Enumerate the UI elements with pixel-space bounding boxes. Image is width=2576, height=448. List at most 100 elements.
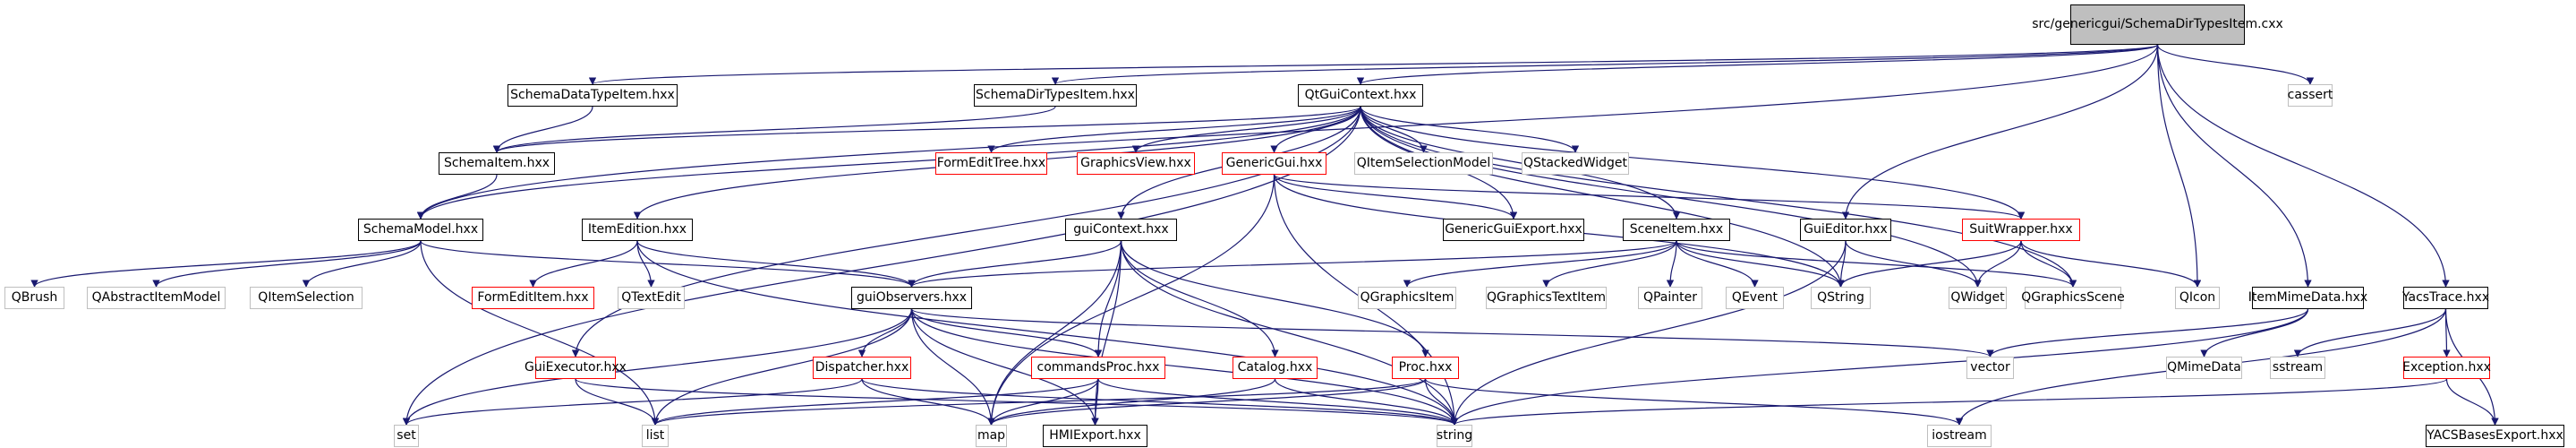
- node-label: GenericGuiExport.hxx: [1445, 222, 1582, 237]
- node-root[interactable]: src/genericgui/SchemaDirTypesItem.cxx: [2032, 4, 2283, 45]
- node-label: QBrush: [11, 290, 58, 305]
- node-catalog[interactable]: Catalog.hxx: [1233, 357, 1318, 379]
- edge-schemamodel-to-qabstractitemmodel: [152, 240, 422, 288]
- node-qmimedata: QMimeData: [2166, 357, 2242, 379]
- edge-root-to-qicon: [2156, 44, 2202, 288]
- edge-catalog-to-string: [1274, 378, 1459, 426]
- edge-guiobservers-to-string: [910, 308, 1459, 426]
- edge-guicontext-to-catalog: [1120, 240, 1279, 358]
- node-itemedition[interactable]: ItemEdition.hxx: [582, 219, 693, 241]
- node-suitwrapper[interactable]: SuitWrapper.hxx: [1962, 219, 2080, 241]
- node-schemamodel[interactable]: SchemaModel.hxx: [358, 219, 483, 241]
- node-label: SchemaDataTypeItem.hxx: [510, 88, 675, 102]
- edge-genericgui-to-suitwrapper: [1273, 174, 2025, 220]
- edge-sceneitem-to-qpainter: [1666, 240, 1677, 288]
- node-label: sstream: [2272, 360, 2324, 375]
- node-guiexecutor[interactable]: GuiExecutor.hxx: [525, 357, 627, 379]
- edge-qtguicontext-to-qitemselectionmodel: [1360, 106, 1428, 153]
- edge-schemaitem-to-schemamodel: [416, 174, 498, 220]
- node-label: vector: [1970, 360, 2010, 375]
- node-label: ItemMimeData.hxx: [2248, 290, 2368, 305]
- node-schemaitem[interactable]: SchemaItem.hxx: [439, 152, 555, 175]
- node-label: guiContext.hxx: [1073, 222, 1169, 237]
- edge-qtguicontext-to-suitwrapper: [1360, 106, 2026, 220]
- edge-root-to-schemadirtypesitemh: [1052, 44, 2159, 85]
- node-yacsbasesexport[interactable]: YACSBasesExport.hxx: [2426, 425, 2564, 447]
- node-dispatcher[interactable]: Dispatcher.hxx: [813, 357, 911, 379]
- node-label: SuitWrapper.hxx: [1969, 222, 2073, 237]
- edge-root-to-itemmimedata: [2156, 44, 2312, 288]
- node-genericgui[interactable]: GenericGui.hxx: [1222, 152, 1326, 175]
- node-graphicsview[interactable]: GraphicsView.hxx: [1077, 152, 1195, 175]
- node-label: QItemSelectionModel: [1356, 156, 1491, 170]
- node-formedititem[interactable]: FormEditItem.hxx: [472, 287, 594, 309]
- node-formedittree[interactable]: FormEditTree.hxx: [935, 152, 1047, 175]
- node-qtextedit: QTextEdit: [618, 287, 685, 309]
- node-sceneitem[interactable]: SceneItem.hxx: [1623, 219, 1730, 241]
- node-schemadatatypeitem[interactable]: SchemaDataTypeItem.hxx: [508, 84, 678, 107]
- edge-dispatcher-to-string: [861, 378, 1459, 426]
- node-string: string: [1437, 425, 1472, 447]
- node-label: guiObservers.hxx: [856, 290, 968, 305]
- edge-schemadirtypesitemh-to-schemaitem: [492, 106, 1056, 153]
- edge-yacstrace-to-sstream: [2293, 308, 2447, 358]
- node-qevent: QEvent: [1726, 287, 1784, 309]
- edge-qtguicontext-to-schemaitem: [493, 106, 1361, 153]
- node-yacstrace[interactable]: YacsTrace.hxx: [2401, 287, 2490, 309]
- node-genericguiexport[interactable]: GenericGuiExport.hxx: [1443, 219, 1584, 241]
- edge-guicontext-to-hmiexport: [1091, 240, 1122, 426]
- edge-guicontext-to-proc: [1120, 240, 1429, 358]
- edge-qtguicontext-to-qstackedwidget: [1360, 106, 1580, 153]
- edge-schemamodel-to-qbrush: [30, 240, 422, 288]
- node-vector: vector: [1966, 357, 2014, 379]
- edge-qtguicontext-to-graphicsview: [1131, 106, 1361, 153]
- edge-guiobservers-to-commandsproc: [910, 308, 1103, 358]
- node-qwidget: QWidget: [1949, 287, 2007, 309]
- edge-itemedition-to-qtextedit: [636, 240, 655, 288]
- node-label: QStackedWidget: [1523, 156, 1628, 170]
- node-label: QEvent: [1731, 290, 1778, 305]
- node-guiobservers[interactable]: guiObservers.hxx: [851, 287, 972, 309]
- edge-catalog-to-map: [987, 378, 1276, 426]
- node-label: GenericGui.hxx: [1225, 156, 1323, 170]
- node-qgraphicsscene: QGraphicsScene: [2021, 287, 2125, 309]
- edge-schemamodel-to-qitemselection: [302, 240, 422, 288]
- edge-exception-to-string: [1451, 378, 2448, 426]
- edge-guiobservers-to-hmiexport: [910, 308, 1099, 426]
- node-exception[interactable]: Exception.hxx: [2402, 357, 2491, 379]
- node-label: QGraphicsItem: [1360, 290, 1454, 305]
- node-schemadirtypesitemh[interactable]: SchemaDirTypesItem.hxx: [974, 84, 1137, 107]
- edge-commandsproc-to-hmiexport: [1091, 378, 1099, 426]
- edge-schemadatatypeitem-to-schemaitem: [492, 106, 593, 153]
- edge-qtguicontext-to-qgraphicsscene: [1360, 106, 2077, 288]
- edge-guicontext-to-guiobservers: [908, 240, 1122, 288]
- node-guicontext[interactable]: guiContext.hxx: [1065, 219, 1177, 241]
- node-commandsproc[interactable]: commandsProc.hxx: [1031, 357, 1165, 379]
- edge-sceneitem-to-qgraphicsscene: [1676, 240, 2077, 288]
- node-proc[interactable]: Proc.hxx: [1392, 357, 1459, 379]
- node-label: GuiExecutor.hxx: [525, 360, 627, 375]
- node-hmiexport[interactable]: HMIExport.hxx: [1043, 425, 1147, 447]
- node-label: QPainter: [1642, 290, 1698, 305]
- node-label: cassert: [2287, 88, 2333, 102]
- edge-guieditor-to-string: [1450, 240, 1847, 426]
- edge-genericgui-to-genericguiexport: [1273, 174, 1518, 220]
- node-qicon: QIcon: [2175, 287, 2220, 309]
- edge-sceneitem-to-qstring: [1676, 240, 1845, 288]
- node-qtguicontext[interactable]: QtGuiContext.hxx: [1298, 84, 1423, 107]
- node-set: set: [394, 425, 419, 447]
- edge-guicontext-to-string: [1120, 240, 1459, 426]
- edge-root-to-guieditor: [1841, 44, 2159, 220]
- node-guieditor[interactable]: GuiEditor.hxx: [1800, 219, 1891, 241]
- node-qstring: QString: [1811, 287, 1871, 309]
- node-label: QIcon: [2179, 290, 2216, 305]
- edge-guiobservers-to-map: [910, 308, 995, 426]
- edge-exception-to-yacsbasesexport: [2445, 378, 2499, 426]
- node-label: YacsTrace.hxx: [2401, 290, 2490, 305]
- node-label: FormEditItem.hxx: [477, 290, 589, 305]
- edge-schemamodel-to-guiobservers: [420, 240, 916, 288]
- node-label: GraphicsView.hxx: [1080, 156, 1191, 170]
- node-label: HMIExport.hxx: [1049, 428, 1141, 443]
- node-qitemselectionmodel: QItemSelectionModel: [1354, 152, 1493, 175]
- node-itemmimedata[interactable]: ItemMimeData.hxx: [2248, 287, 2367, 309]
